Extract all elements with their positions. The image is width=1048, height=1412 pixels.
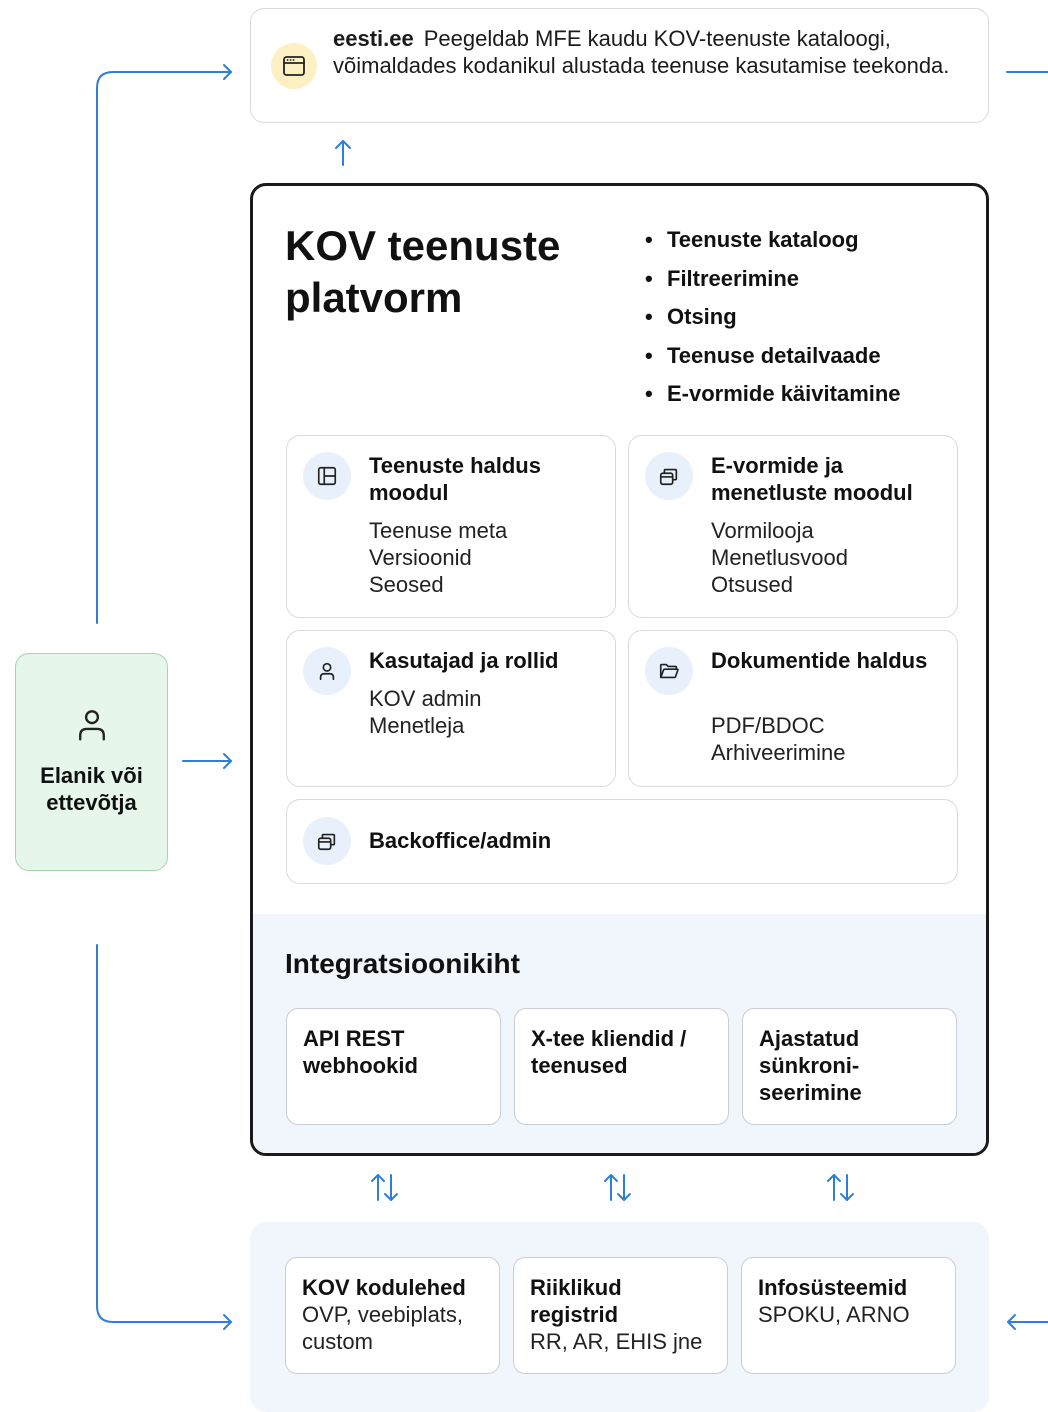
system-desc: OVP, veebiplats, custom xyxy=(302,1302,464,1354)
system-text: Riiklikud registrid RR, AR, EHIS jne xyxy=(530,1274,703,1355)
feature-item: Filtreerimine xyxy=(645,260,901,299)
integration-item: X-tee kliendid / teenused xyxy=(514,1008,729,1125)
module-title: Backoffice/admin xyxy=(369,828,552,853)
module-line: PDF/BDOC xyxy=(711,713,825,738)
module-title: Dokumentide haldus xyxy=(711,648,928,673)
stack-icon xyxy=(645,452,693,500)
system-text: Infosüsteemid SPOKU, ARNO xyxy=(758,1274,948,1328)
integration-layer: Integratsioonikiht API REST webhookid X-… xyxy=(253,914,986,1153)
module-teenuste-haldus: Teenuste haldus moodul Teenuse meta Vers… xyxy=(286,435,616,618)
system-desc: RR, AR, EHIS jne xyxy=(530,1329,703,1354)
system-box: Riiklikud registrid RR, AR, EHIS jne xyxy=(513,1257,728,1374)
browser-window-icon xyxy=(271,43,317,89)
module-title: Teenuste haldus moodul xyxy=(369,453,541,505)
module-lines: Teenuse meta Versioonid Seosed xyxy=(369,517,609,598)
actor-box: Elanik või ettevõtja xyxy=(15,653,168,871)
feature-item: Teenuse detailvaade xyxy=(645,337,901,376)
integration-item-label: X-tee kliendid / teenused xyxy=(531,1026,687,1078)
kov-platform-box: KOV teenuste platvorm Teenuste kataloog … xyxy=(250,183,989,1156)
module-line: Otsused xyxy=(711,572,793,597)
arrow-actor-to-eesti xyxy=(96,71,232,624)
module-line: Versioonid xyxy=(369,545,472,570)
module-line: Menetleja xyxy=(369,713,465,738)
integration-item: API REST webhookid xyxy=(286,1008,501,1125)
stack-icon xyxy=(303,817,351,865)
layout-icon xyxy=(303,452,351,500)
bidirectional-arrow-icon-2 xyxy=(604,1174,631,1201)
module-e-vormid: E-vormide ja menetluste moodul Vormilooj… xyxy=(628,435,958,618)
integration-item: Ajastatud sünkroni-seerimine xyxy=(742,1008,957,1125)
integration-item-label: Ajastatud sünkroni-seerimine xyxy=(759,1026,862,1105)
eesti-portal-title: eesti.ee xyxy=(333,26,414,51)
bidirectional-arrow-icon-3 xyxy=(827,1174,854,1201)
arrow-actor-to-systems xyxy=(96,944,232,1323)
system-text: KOV kodulehed OVP, veebiplats, custom xyxy=(302,1274,492,1355)
module-lines: KOV admin Menetleja xyxy=(369,685,609,739)
module-line: Vormilooja xyxy=(711,518,814,543)
system-box: KOV kodulehed OVP, veebiplats, custom xyxy=(285,1257,500,1374)
integration-item-label: API REST webhookid xyxy=(303,1026,418,1078)
module-line: Teenuse meta xyxy=(369,518,508,543)
module-kasutajad: Kasutajad ja rollid KOV admin Menetleja xyxy=(286,630,616,787)
module-backoffice: Backoffice/admin xyxy=(286,799,958,884)
platform-title: KOV teenuste platvorm xyxy=(285,222,561,321)
system-box: Infosüsteemid SPOKU, ARNO xyxy=(741,1257,956,1374)
feature-item: Otsing xyxy=(645,298,901,337)
user-icon xyxy=(303,647,351,695)
system-title: KOV kodulehed xyxy=(302,1275,466,1300)
system-desc: SPOKU, ARNO xyxy=(758,1302,910,1327)
user-icon xyxy=(76,708,108,747)
module-line: Arhiveerimine xyxy=(711,740,846,765)
integration-title: Integratsioonikiht xyxy=(285,948,520,979)
feature-item: Teenuste kataloog xyxy=(645,221,901,260)
external-systems-area: KOV kodulehed OVP, veebiplats, custom Ri… xyxy=(250,1222,989,1412)
module-lines: PDF/BDOC Arhiveerimine xyxy=(711,712,951,766)
bidirectional-arrow-icon-1 xyxy=(371,1174,398,1201)
system-title: Riiklikud registrid xyxy=(530,1275,622,1327)
eesti-portal-description: Peegeldab MFE kaudu KOV-teenuste kataloo… xyxy=(333,26,950,78)
module-line: KOV admin xyxy=(369,686,482,711)
module-title: E-vormide ja menetluste moodul xyxy=(711,453,913,505)
module-title: Kasutajad ja rollid xyxy=(369,648,559,673)
platform-feature-list: Teenuste kataloog Filtreerimine Otsing T… xyxy=(645,221,901,414)
actor-label: Elanik või ettevõtja xyxy=(40,763,143,815)
module-dokumendid: Dokumentide haldus PDF/BDOC Arhiveerimin… xyxy=(628,630,958,787)
arrow-up-icon xyxy=(335,140,351,166)
feature-item: E-vormide käivitamine xyxy=(645,375,901,414)
module-lines: Vormilooja Menetlusvood Otsused xyxy=(711,517,951,598)
folder-icon xyxy=(645,647,693,695)
module-line: Menetlusvood xyxy=(711,545,848,570)
system-title: Infosüsteemid xyxy=(758,1275,908,1300)
module-line: Seosed xyxy=(369,572,444,597)
